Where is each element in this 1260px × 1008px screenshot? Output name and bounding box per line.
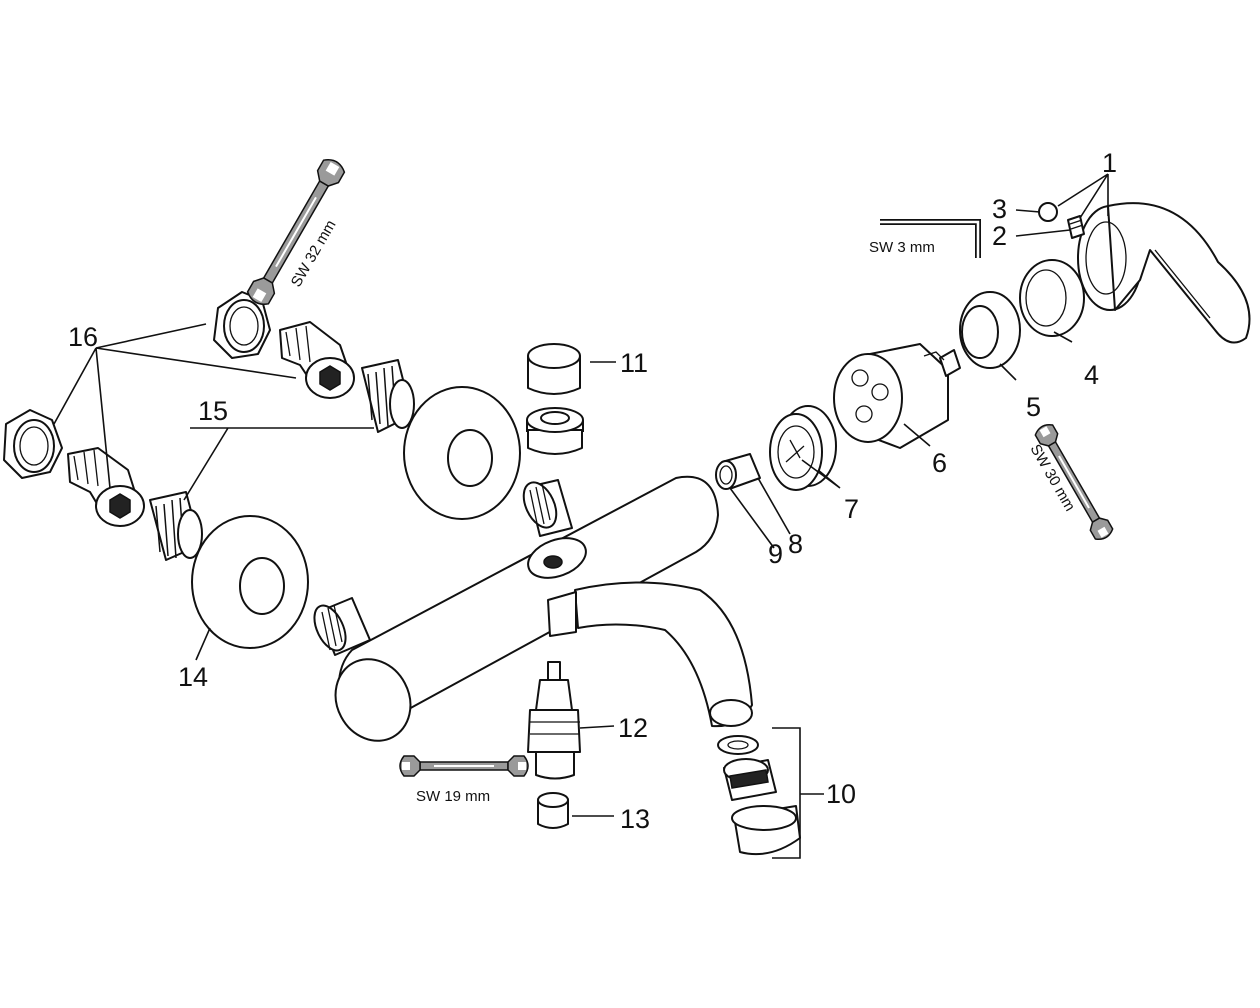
s-union-lower [3, 409, 145, 527]
callout-8: 8 [788, 529, 803, 559]
leader-lines [53, 173, 1109, 859]
callout-5: 5 [1026, 392, 1041, 422]
diverter-cartridge-part-12 [527, 661, 581, 780]
callout-1: 1 [1102, 148, 1117, 178]
insert-part-13 [537, 792, 569, 829]
check-valve-lower [149, 491, 203, 561]
open-end-wrench-icon [246, 159, 346, 305]
callout-15: 15 [198, 396, 228, 426]
tool-label-sw19: SW 19 mm [416, 788, 490, 805]
aerator-part-10 [717, 735, 801, 856]
open-end-wrench-icon [399, 755, 529, 777]
callout-12: 12 [618, 713, 648, 743]
escutcheon-upper [403, 386, 521, 520]
mixer-body [313, 475, 753, 742]
check-valve-upper [361, 359, 415, 433]
callout-16: 16 [68, 322, 98, 352]
callout-4: 4 [1084, 360, 1099, 390]
ring-part-8-9 [715, 453, 761, 490]
open-end-wrench-icon [1034, 424, 1114, 540]
callout-6: 6 [932, 448, 947, 478]
lever-handle-part-1 [1077, 202, 1251, 344]
grub-screw-part-2-3 [1038, 202, 1085, 239]
sleeve-part-4 [1019, 259, 1085, 337]
cartridge-part-6 [833, 343, 961, 449]
callout-2: 2 [992, 221, 1007, 251]
s-union-upper [213, 291, 355, 399]
callout-9: 9 [768, 539, 783, 569]
allen-key-icon [880, 219, 981, 258]
seal-part-7 [769, 405, 837, 491]
callout-10: 10 [826, 779, 856, 809]
callout-11: 11 [620, 348, 648, 378]
callout-13: 13 [620, 804, 650, 834]
tool-label-sw3: SW 3 mm [869, 239, 935, 256]
escutcheon-lower [191, 515, 309, 649]
cap-part-11 [526, 343, 584, 455]
nut-part-5 [959, 291, 1021, 369]
callout-14: 14 [178, 662, 208, 692]
callout-7: 7 [844, 494, 859, 524]
callout-3: 3 [992, 194, 1007, 224]
